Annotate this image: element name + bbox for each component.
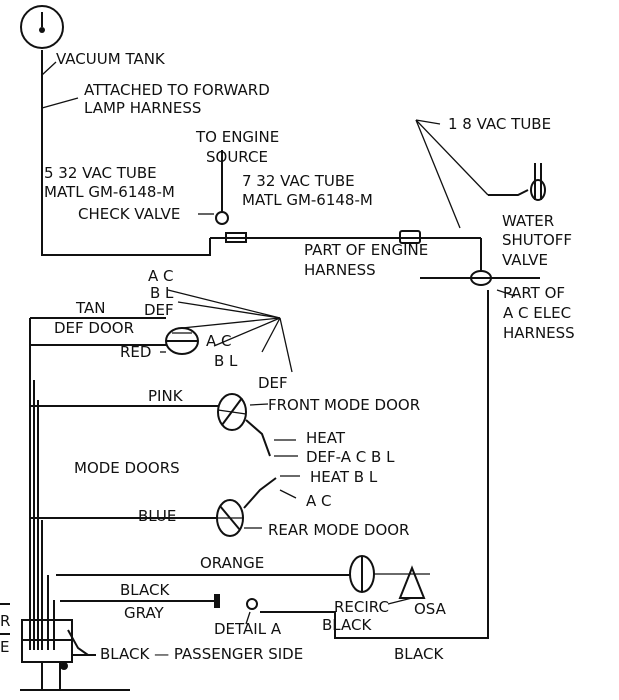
pink-label: PINK — [148, 387, 184, 405]
bl-top-label: B L — [150, 284, 174, 302]
attached-label-1: ATTACHED TO FORWARD — [84, 81, 270, 99]
water-label-3: VALVE — [502, 251, 548, 269]
recirc-label: RECIRC — [334, 598, 389, 616]
edge-r-label: R — [0, 612, 10, 630]
def-door-actuator-icon — [165, 327, 199, 355]
mode-doors-label: MODE DOORS — [74, 459, 180, 477]
to-engine-label-2: SOURCE — [206, 148, 268, 166]
right-supply-line — [260, 290, 489, 639]
inline-connector-icon — [399, 230, 421, 244]
harness-junction-icon — [420, 237, 540, 286]
tube-532-label-2: MATL GM-6148-M — [44, 183, 175, 201]
tube-18-label: 1 8 VAC TUBE — [448, 115, 551, 133]
orange-label: ORANGE — [200, 554, 264, 572]
ac-mid-label: A C — [206, 332, 232, 350]
heat-label: HEAT — [306, 429, 346, 447]
def-door-label: DEF DOOR — [54, 319, 134, 337]
tube-732-label-1: 7 32 VAC TUBE — [242, 172, 355, 190]
rear-mode-door-actuator-icon — [216, 499, 244, 537]
part-engine-label-2: HARNESS — [304, 261, 376, 279]
front-mode-door-label: FRONT MODE DOOR — [268, 396, 420, 414]
black-label-2: BLACK — [322, 616, 372, 634]
edge-e-label: E — [0, 638, 9, 656]
detail-a-label: DETAIL A — [214, 620, 282, 638]
recirc-actuator-icon — [349, 555, 375, 593]
def-ac-bl-label: DEF-A C B L — [306, 448, 395, 466]
to-engine-label-1: TO ENGINE — [195, 128, 279, 146]
part-engine-label-1: PART OF ENGINE — [304, 241, 428, 259]
black-label-3: BLACK — [394, 645, 444, 663]
part-ac-label-2: A C ELEC — [503, 304, 571, 322]
vacuum-tank-label: VACUUM TANK — [56, 50, 166, 68]
water-shutoff-valve-icon — [488, 163, 546, 201]
tube-532-label-1: 5 32 VAC TUBE — [44, 164, 157, 182]
osa-door-icon — [398, 565, 426, 599]
tank-supply-line — [41, 50, 211, 256]
tube-732-label-2: MATL GM-6148-M — [242, 191, 373, 209]
water-label-1: WATER — [502, 212, 554, 230]
rear-mode-door-label: REAR MODE DOOR — [268, 521, 409, 539]
def-top-label: DEF — [144, 301, 174, 319]
vacuum-tank-icon — [20, 5, 64, 49]
red-label: RED — [120, 343, 151, 361]
osa-label: OSA — [414, 600, 447, 618]
front-mode-door-actuator-icon — [217, 393, 247, 431]
part-ac-label-3: HARNESS — [503, 324, 575, 342]
check-valve-label: CHECK VALVE — [78, 205, 180, 223]
black-label-1: BLACK — [120, 581, 170, 599]
ac-low-label: A C — [306, 492, 332, 510]
attached-label-2: LAMP HARNESS — [84, 99, 201, 117]
ac-top-label: A C — [148, 267, 174, 285]
blue-label: BLUE — [138, 507, 176, 525]
gray-label: GRAY — [124, 604, 165, 622]
water-label-2: SHUTOFF — [502, 231, 572, 249]
heat-bl-label: HEAT B L — [310, 468, 378, 486]
bl-mid-label: B L — [214, 352, 238, 370]
def-bottom-label: DEF — [258, 374, 288, 392]
left-harness-bundle — [20, 345, 130, 691]
tan-label: TAN — [75, 299, 105, 317]
part-ac-label-1: PART OF — [503, 284, 565, 302]
black-passenger-label: BLACK — PASSENGER SIDE — [100, 645, 303, 663]
